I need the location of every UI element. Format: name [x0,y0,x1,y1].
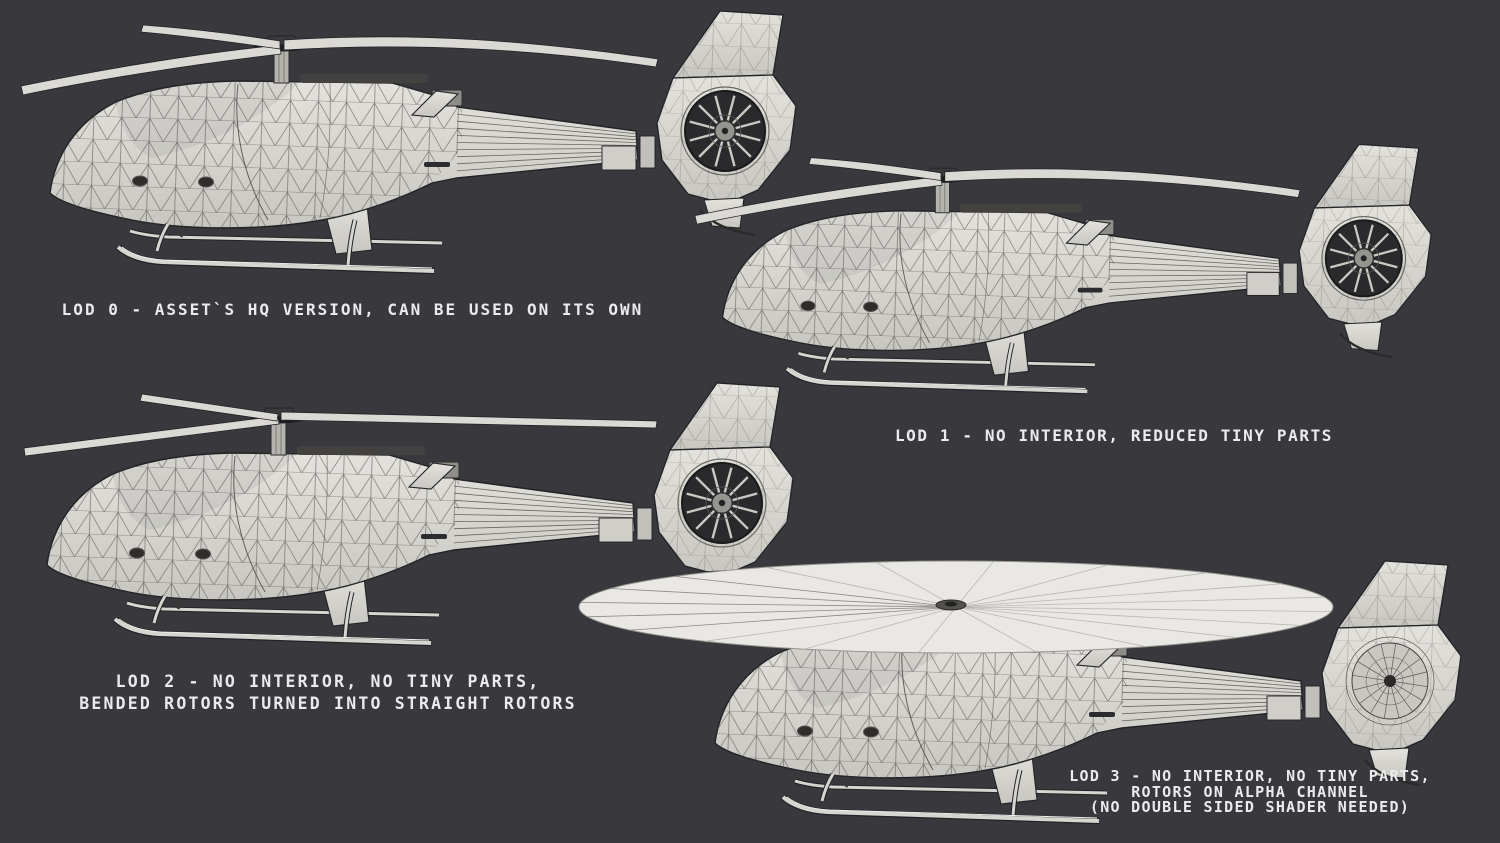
helicopter-lod-1 [675,132,1473,427]
caption-lod-3: LOD 3 - NO INTERIOR, NO TINY PARTS, ROTO… [1035,767,1465,816]
tail-skid [1339,332,1393,359]
main-rotor-blades [23,393,658,457]
helicopter-lod-2 [0,370,837,680]
caption-lod-0: LOD 0 - ASSET`S HQ VERSION, CAN BE USED … [40,300,665,319]
landing-skids-near [780,769,1100,825]
caption-lod-2: LOD 2 - NO INTERIOR, NO TINY PARTS, BEND… [48,671,608,715]
caption-line: LOD 1 - NO INTERIOR, REDUCED TINY PARTS [894,426,1334,445]
horizontal-stabilizer [1065,219,1112,246]
tail-skid [1364,759,1421,787]
helicopter-wireframe-render [23,382,794,647]
helicopter-wireframe-render [694,143,1432,395]
caption-line: BENDED ROTORS TURNED INTO STRAIGHT ROTOR… [79,694,577,713]
landing-skids-near [115,219,435,275]
fuselage-body [721,204,1298,352]
tail-skid [699,209,756,237]
main-rotor-blades [694,157,1301,225]
horizontal-stabilizer [410,90,460,118]
fuselage-body [46,446,653,601]
cabin-mesh [50,81,462,228]
horizontal-stabilizer [407,462,457,490]
caption-line: (NO DOUBLE SIDED SHADER NEEDED) [1089,798,1411,816]
landing-skids-far [126,597,440,618]
caption-line: LOD 2 - NO INTERIOR, NO TINY PARTS, [115,672,541,691]
landing-skids-near [112,591,432,647]
cabin-mesh [722,210,1114,351]
tail-fenestron [653,382,794,609]
cabin-mesh [47,453,459,600]
main-rotor-blades [20,24,659,96]
caption-line: LOD 3 - NO INTERIOR, NO TINY PARTS, [1069,767,1431,785]
fenestron-fan [677,458,767,548]
landing-skids-near [785,342,1088,395]
caption-lod-1: LOD 1 - NO INTERIOR, REDUCED TINY PARTS [880,426,1348,445]
landing-skids-far [794,775,1108,796]
tail-fenestron [1298,143,1432,359]
landing-skids-far [129,225,443,246]
lower-fin [1343,321,1383,352]
fenestron-fan [1345,636,1435,726]
helicopter-wireframe-render [578,560,1462,825]
tail-fenestron [1321,560,1462,787]
helicopter-wireframe-render [20,10,797,275]
rotor-disc [578,560,1334,654]
helicopter-lod-0 [0,0,840,308]
caption-line: LOD 0 - ASSET`S HQ VERSION, CAN BE USED … [61,300,644,319]
fenestron-fan [680,86,770,176]
tail-fenestron [656,10,797,237]
helicopter-lod-3 [578,548,1500,843]
landing-skids-far [797,348,1095,368]
fenestron-fan [1321,215,1407,301]
caption-line: ROTORS ON ALPHA CHANNEL [1131,782,1369,801]
fuselage-body [49,74,656,229]
